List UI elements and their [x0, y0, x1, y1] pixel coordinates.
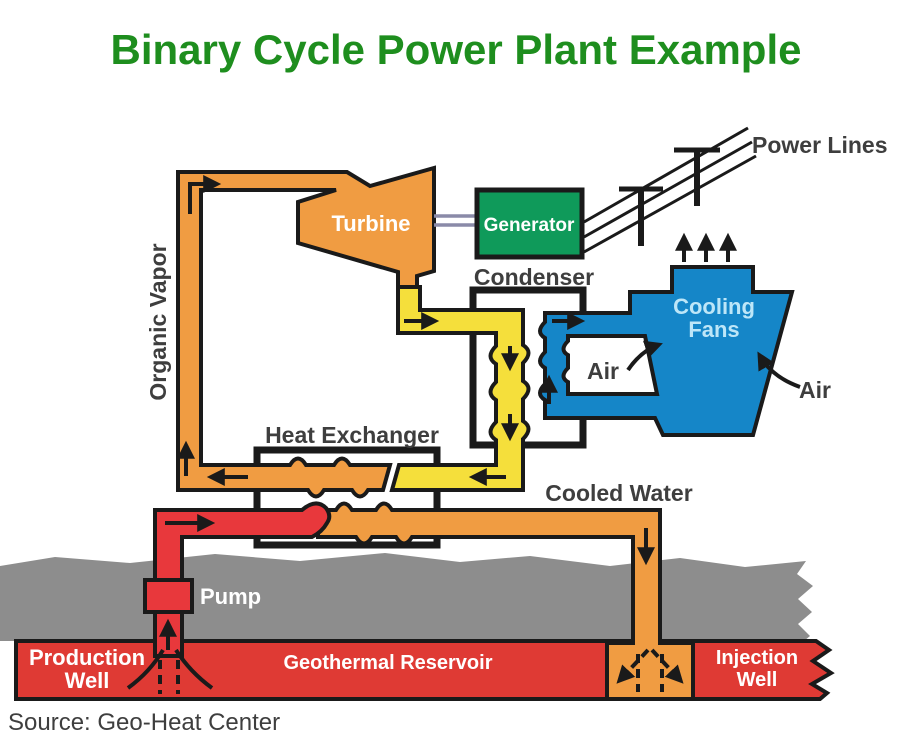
injection-well-label-line1: Injection	[716, 647, 798, 669]
air-label-left: Air	[587, 358, 619, 384]
condenser-label: Condenser	[474, 264, 594, 290]
turbine-exhaust-pipe	[389, 285, 531, 492]
pump-block	[143, 578, 194, 614]
air-label-right: Air	[799, 377, 831, 403]
power-pole	[619, 186, 663, 246]
generator-label: Generator	[484, 215, 575, 236]
turbine-label: Turbine	[331, 211, 410, 236]
geothermal-reservoir-label: Geothermal Reservoir	[284, 652, 493, 674]
cooled-water-label: Cooled Water	[545, 480, 692, 506]
ground	[0, 553, 813, 641]
production-well-label-line2: Well	[65, 668, 110, 693]
cooling-fans-label-line2: Fans	[688, 317, 739, 342]
production-well-pipe	[126, 501, 332, 694]
power-lines-label: Power Lines	[752, 132, 887, 158]
cooling-fans-label-line1: Cooling	[673, 294, 755, 319]
heat-exchanger-label: Heat Exchanger	[265, 422, 439, 448]
organic-vapor-pipe-and-turbine	[176, 165, 436, 499]
power-pole	[674, 147, 720, 206]
air-window	[561, 334, 660, 396]
power-lines	[583, 126, 757, 254]
source-caption: Source: Geo-Heat Center	[8, 709, 280, 736]
cooled-water-pipe	[316, 501, 695, 701]
generator-box	[474, 187, 585, 260]
turbine-shaft	[434, 214, 480, 227]
page-title: Binary Cycle Power Plant Example	[111, 26, 802, 73]
exhaust-air-arrows	[675, 232, 737, 262]
cooling-loop-arrows	[540, 312, 586, 404]
pump-label: Pump	[200, 584, 261, 609]
injection-well-label-line2: Well	[737, 669, 778, 691]
turbine-body	[176, 165, 436, 499]
organic-vapor-label: Organic Vapor	[145, 243, 171, 400]
air-intake-arrows	[626, 340, 801, 389]
production-well-label-line1: Production	[29, 645, 145, 670]
